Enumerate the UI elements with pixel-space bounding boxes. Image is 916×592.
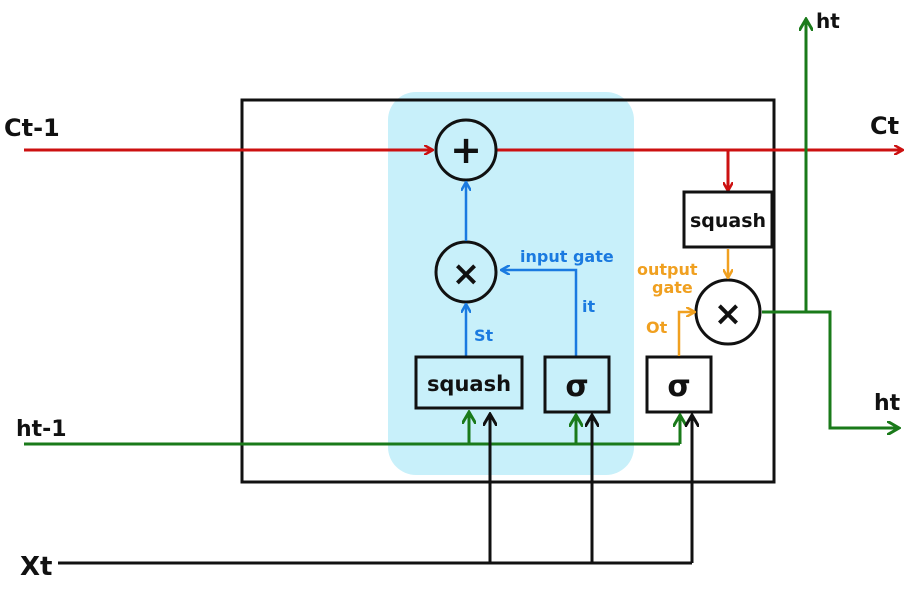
output-gate-label-1: output bbox=[637, 260, 698, 279]
h-out-right-line bbox=[762, 310, 898, 428]
lstm-cell-box bbox=[240, 98, 776, 484]
sigma-to-multiply-arrow bbox=[502, 270, 578, 356]
output-multiply-node bbox=[694, 278, 762, 346]
sigma-input-box bbox=[543, 355, 611, 414]
plus-symbol: + bbox=[450, 128, 482, 172]
s-t-label: St bbox=[474, 326, 494, 345]
c-prev-label: Ct-1 bbox=[4, 114, 60, 142]
output-multiply-symbol: × bbox=[714, 294, 743, 334]
squash-output-label: squash bbox=[690, 210, 766, 232]
h-out-right-label: ht bbox=[874, 391, 901, 416]
plus-node bbox=[434, 118, 498, 182]
squash-output-box bbox=[682, 190, 774, 249]
x-input-label: Xt bbox=[20, 552, 52, 582]
h-out-top-label: ht bbox=[816, 9, 840, 33]
sigma-output-label: σ bbox=[667, 369, 690, 404]
i-t-label: it bbox=[582, 297, 595, 316]
input-multiply-node bbox=[434, 240, 498, 304]
squash-input-label: squash bbox=[427, 372, 511, 396]
output-gate-label-2: gate bbox=[652, 278, 693, 297]
c-next-label: Ct bbox=[870, 112, 899, 140]
sigma-to-output-multiply-arrow bbox=[677, 312, 694, 356]
input-multiply-symbol: × bbox=[452, 254, 481, 294]
h-prev-label: ht-1 bbox=[16, 417, 67, 442]
o-t-label: Ot bbox=[646, 318, 668, 337]
sigma-output-box bbox=[645, 355, 713, 414]
squash-input-box bbox=[414, 355, 524, 410]
input-gate-label: input gate bbox=[520, 247, 614, 266]
sigma-input-label: σ bbox=[565, 369, 588, 404]
